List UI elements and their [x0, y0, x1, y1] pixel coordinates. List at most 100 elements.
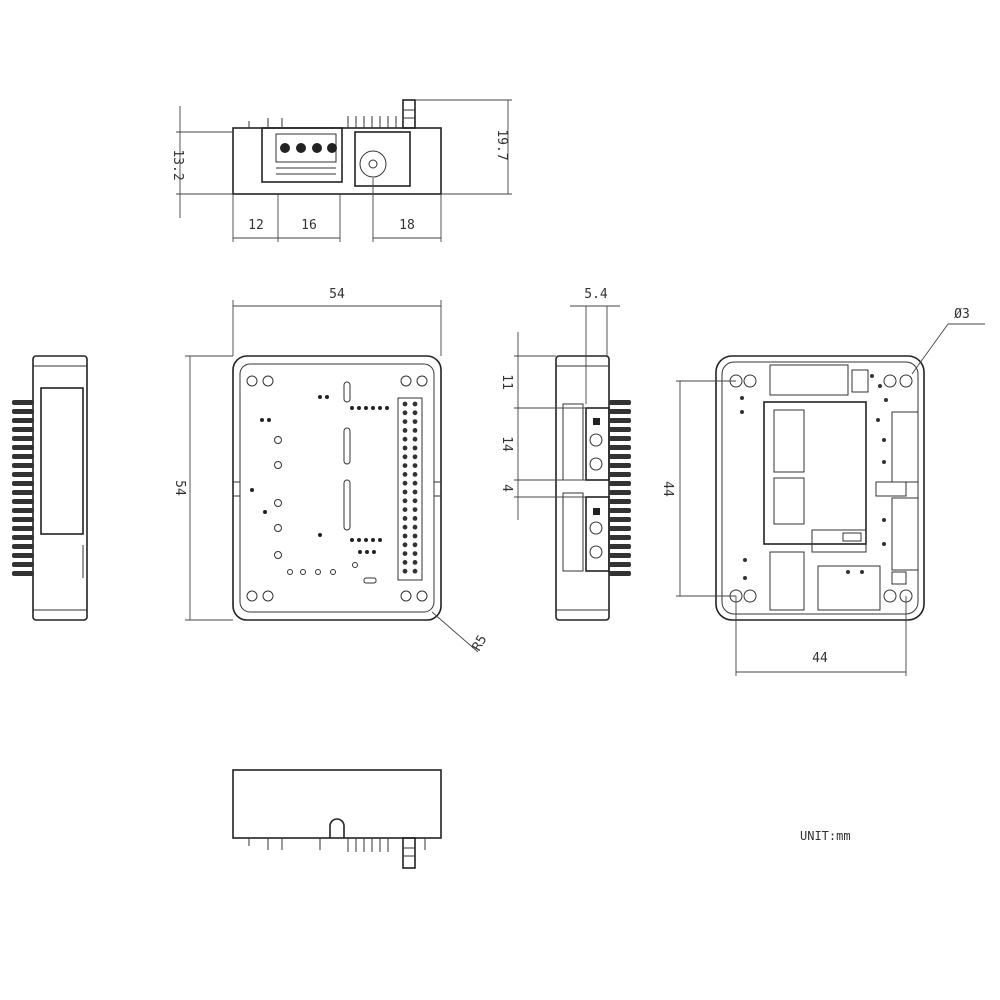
header-pin-hole	[402, 533, 408, 539]
header-pin-hole	[412, 533, 418, 539]
header-pin-hole	[412, 551, 418, 556]
header-pin-hole	[412, 454, 418, 460]
header-pin	[12, 418, 34, 423]
solder-pad	[882, 460, 886, 464]
dim-top-terminal-width: 16	[301, 218, 317, 233]
header-pin	[609, 544, 631, 549]
header-pin	[12, 490, 34, 495]
header-pin	[609, 409, 631, 414]
bottom-view	[232, 769, 442, 869]
header-pin	[609, 454, 631, 459]
header-pin-hole	[402, 480, 408, 486]
header-pin	[12, 499, 34, 504]
dim-side-offset-2: 14	[499, 436, 514, 452]
solder-pad	[876, 418, 880, 422]
back-view: 44 44 Ø3	[660, 307, 985, 676]
header-pin-hole	[402, 472, 408, 477]
front-view: 54 54 R5	[172, 287, 490, 654]
header-pin-hole	[412, 419, 418, 424]
dim-front-corner-radius: R5	[470, 633, 491, 654]
header-pin-hole	[412, 401, 418, 407]
header-pin-hole	[412, 560, 418, 565]
header-pin	[12, 472, 34, 477]
header-pin-hole	[402, 560, 408, 565]
header-pin-hole	[412, 498, 418, 504]
dim-top-height-total: 19.7	[494, 129, 509, 160]
dim-top-height-body: 13.2	[170, 149, 185, 180]
header-pin	[609, 427, 631, 432]
header-pin-hole	[412, 542, 418, 548]
header-pin-hole	[412, 410, 418, 416]
solder-pad	[846, 570, 850, 574]
header-pin-hole	[412, 436, 418, 442]
solder-pad	[860, 570, 864, 574]
header-pin-hole	[412, 463, 418, 468]
header-pin	[12, 454, 34, 459]
dim-front-height: 54	[172, 480, 187, 496]
header-pin	[12, 544, 34, 549]
header-pin	[609, 463, 631, 468]
header-pin	[609, 508, 631, 513]
header-pin-hole	[412, 480, 418, 486]
header-pin	[609, 499, 631, 504]
header-pin-hole	[412, 489, 418, 495]
dim-front-width: 54	[329, 287, 345, 302]
header-pin	[12, 553, 34, 558]
dim-side-offset-1: 11	[499, 374, 514, 390]
solder-pad	[882, 438, 886, 442]
header-pin	[12, 508, 34, 513]
header-pin-hole	[402, 568, 408, 574]
header-pin-hole	[402, 445, 408, 451]
header-pin	[609, 436, 631, 441]
header-pin-hole	[402, 463, 408, 468]
unit-note: UNIT:mm	[800, 829, 851, 843]
header-pin-hole	[412, 445, 418, 451]
header-pin-hole	[402, 516, 408, 521]
header-pin	[12, 481, 34, 486]
header-pin-hole	[402, 401, 408, 407]
header-pin	[12, 427, 34, 432]
header-pin	[609, 418, 631, 423]
dim-back-hole-diameter: Ø3	[954, 307, 970, 322]
solder-pad	[870, 374, 874, 378]
solder-pad	[740, 410, 744, 414]
header-pin-hole	[402, 489, 408, 495]
solder-pad	[884, 398, 888, 402]
header-pin	[609, 571, 631, 576]
top-view: 13.2 19.7 12 16 18	[170, 99, 512, 242]
header-pin	[609, 517, 631, 522]
header-pin-hole	[402, 551, 408, 556]
solder-pad	[882, 518, 886, 522]
dim-top-dc-jack-offset: 18	[399, 218, 415, 233]
header-pin	[12, 463, 34, 468]
header-pin-hole	[412, 428, 418, 433]
header-pin	[609, 445, 631, 450]
header-pin	[12, 517, 34, 522]
header-pin	[12, 535, 34, 540]
header-pin-hole	[412, 568, 418, 574]
header-pin-hole	[402, 454, 408, 460]
header-pin-hole	[412, 524, 418, 530]
solder-pad	[740, 396, 744, 400]
dim-top-offset-left: 12	[248, 218, 264, 233]
header-pin-hole	[412, 507, 418, 512]
header-pin-hole	[402, 498, 408, 504]
dim-back-hole-spacing-horizontal: 44	[812, 651, 828, 666]
solder-pad	[743, 558, 747, 562]
header-pin	[609, 526, 631, 531]
solder-pad	[882, 542, 886, 546]
header-pin	[12, 445, 34, 450]
dim-back-hole-spacing-vertical: 44	[660, 481, 675, 497]
header-pin	[12, 400, 34, 405]
header-pin	[609, 400, 631, 405]
header-pin	[12, 436, 34, 441]
header-pin	[609, 490, 631, 495]
header-pin	[12, 526, 34, 531]
dim-side-depth: 5.4	[584, 287, 608, 302]
right-side-view: 5.4 11 14 4	[499, 287, 631, 621]
solder-pad	[743, 576, 747, 580]
dim-side-offset-3: 4	[499, 484, 514, 492]
header-pin	[609, 535, 631, 540]
header-pin-hole	[402, 436, 408, 442]
